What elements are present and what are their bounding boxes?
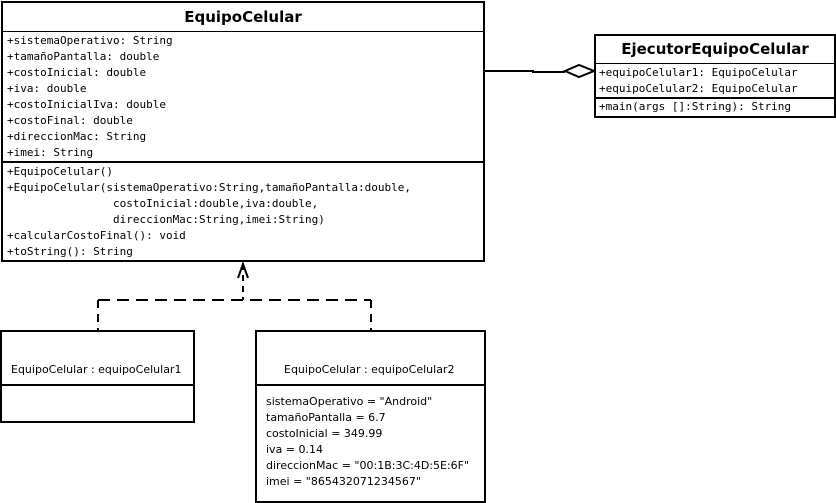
class-equipo-celular-name: EquipoCelular bbox=[184, 8, 302, 26]
class-ejecutor-equipo-celular[interactable]: EjecutorEquipoCelular +equipoCelular1: E… bbox=[594, 34, 836, 118]
class-attribute: +imei: String bbox=[7, 146, 94, 159]
object-equipo-celular-2[interactable]: EquipoCelular : equipoCelular2 sistemaOp… bbox=[255, 330, 486, 503]
class-operation: +calcularCostoFinal(): void bbox=[7, 229, 186, 242]
class-operation: +toString(): String bbox=[7, 245, 133, 258]
class-equipo-celular[interactable]: EquipoCelular +sistemaOperativo: String+… bbox=[1, 1, 485, 262]
class-equipo-celular-operations: +EquipoCelular() +EquipoCelular(sistemaOp… bbox=[3, 161, 483, 262]
class-attribute: +iva: double bbox=[7, 82, 87, 95]
object-attribute: sistemaOperativo = "Android" bbox=[266, 395, 433, 408]
class-attribute: +sistemaOperativo: String bbox=[7, 34, 173, 47]
class-operation: costoInicial:double,iva:double, bbox=[7, 197, 319, 210]
object-attribute: imei = "865432071234567" bbox=[266, 475, 421, 488]
object-1-attributes bbox=[2, 384, 193, 425]
aggregation-line bbox=[484, 70, 565, 73]
object-equipo-celular-1[interactable]: EquipoCelular : equipoCelular1 bbox=[0, 330, 195, 423]
class-attribute: +equipoCelular1: EquipoCelular bbox=[599, 66, 798, 79]
class-attribute: +tamañoPantalla: double bbox=[7, 50, 160, 63]
class-ejecutor-name: EjecutorEquipoCelular bbox=[621, 40, 809, 58]
object-attribute: direccionMac = "00:1B:3C:4D:5E:6F" bbox=[266, 459, 470, 472]
class-operation: +main(args []:String): String bbox=[599, 100, 792, 113]
object-attribute: costoInicial = 349.99 bbox=[266, 427, 383, 440]
object-attribute: iva = 0.14 bbox=[266, 443, 324, 456]
class-attribute: +costoInicial: double bbox=[7, 66, 147, 79]
class-attribute: +equipoCelular2: EquipoCelular bbox=[599, 82, 798, 95]
class-ejecutor-operations: +main(args []:String): String bbox=[596, 97, 834, 117]
class-equipo-celular-attributes: +sistemaOperativo: String +tamañoPantalla… bbox=[3, 31, 483, 161]
class-operation: +EquipoCelular(sistemaOperativo:String,t… bbox=[7, 181, 411, 194]
class-attribute: +costoInicialIva: double bbox=[7, 98, 166, 111]
object-1-title: EquipoCelular : equipoCelular1 bbox=[11, 363, 182, 376]
class-attribute: +costoFinal: double bbox=[7, 114, 133, 127]
class-attribute: +direccionMac: String bbox=[7, 130, 147, 143]
class-operation: direccionMac:String,imei:String) bbox=[7, 213, 325, 226]
aggregation-diamond bbox=[562, 63, 597, 79]
object-2-title: EquipoCelular : equipoCelular2 bbox=[284, 363, 455, 376]
class-operation: +EquipoCelular() bbox=[7, 165, 113, 178]
object-attribute: tamañoPantalla = 6.7 bbox=[266, 411, 386, 424]
object-2-attributes: sistemaOperativo = "Android" tamañoPantal… bbox=[257, 384, 484, 490]
class-ejecutor-attributes: +equipoCelular1: EquipoCelular +equipoCel… bbox=[596, 63, 834, 97]
dependency-arrowhead bbox=[237, 261, 249, 279]
